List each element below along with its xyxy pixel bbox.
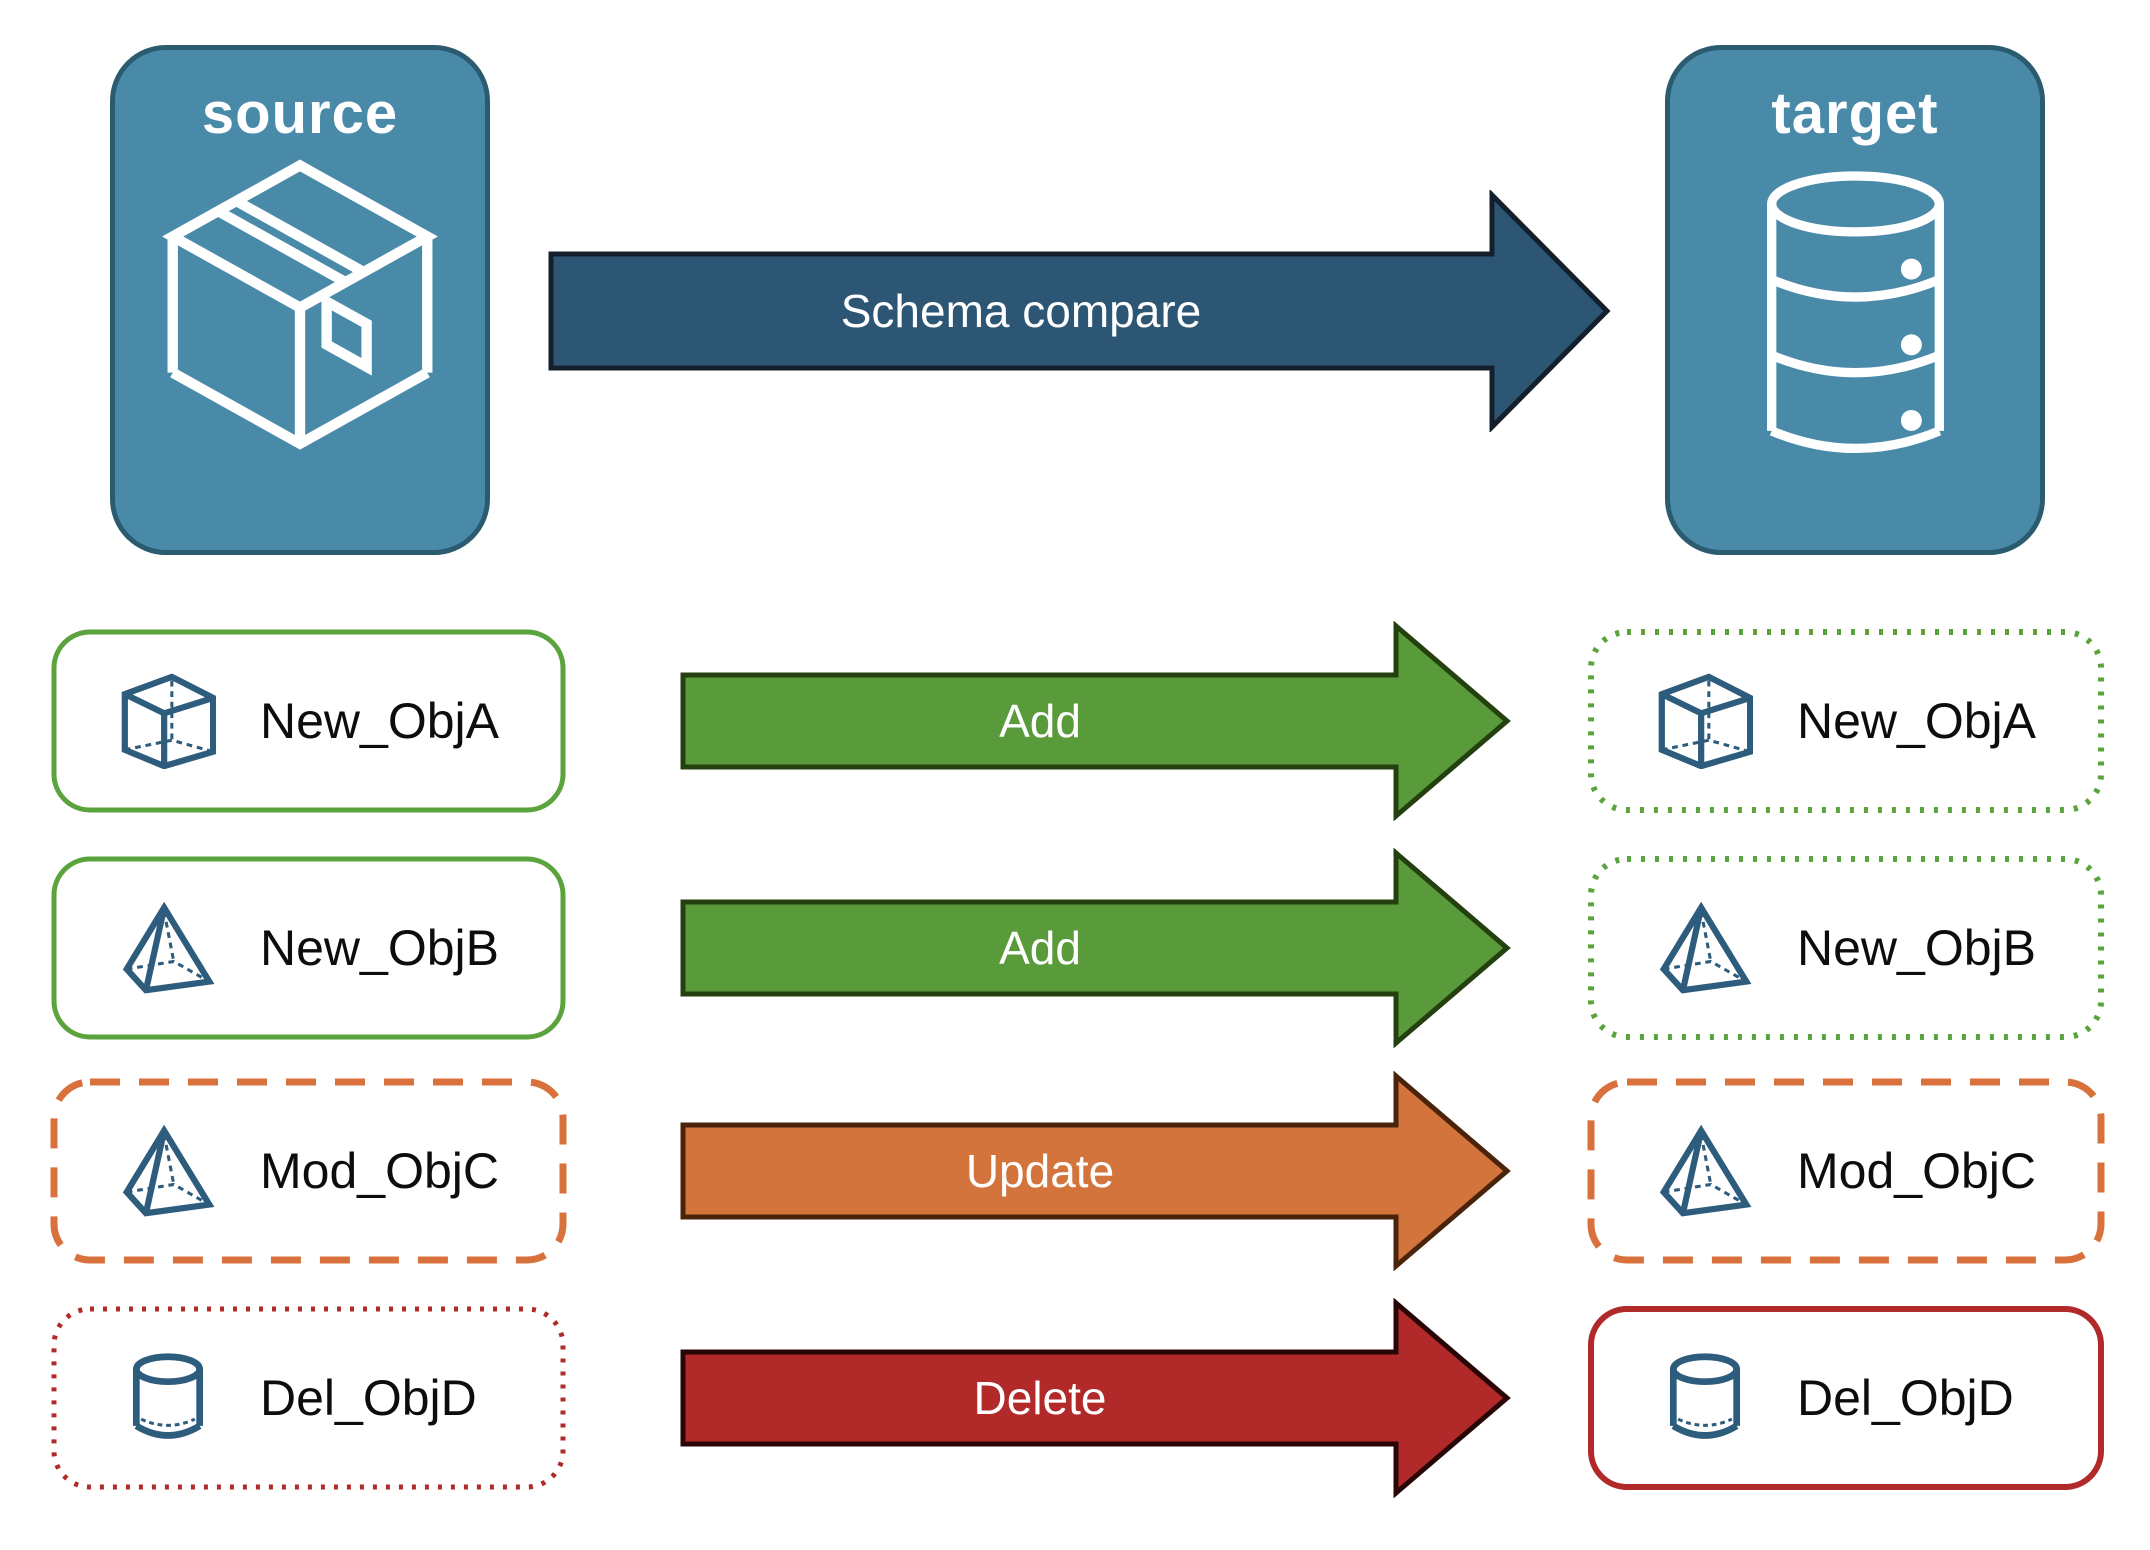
source-box-border bbox=[51, 1306, 566, 1490]
add-arrow-row2: Add bbox=[680, 848, 1511, 1048]
add-arrow-row1: Add bbox=[680, 621, 1511, 821]
object-label: Del_ObjD bbox=[260, 1370, 477, 1426]
pyramid-icon bbox=[1659, 1124, 1752, 1217]
source-box-border bbox=[50, 1078, 567, 1264]
update-arrow-shape bbox=[680, 1071, 1511, 1271]
target-object-box-new-obja: New_ObjA bbox=[1587, 628, 2105, 814]
update-arrow-row3: Update bbox=[680, 1071, 1511, 1271]
target-object-box-mod-objc: Mod_ObjC bbox=[1587, 1078, 2105, 1264]
source-title: source bbox=[201, 81, 399, 146]
target-box-border bbox=[1587, 1078, 2105, 1264]
cube-icon bbox=[1658, 673, 1753, 769]
source-box-border bbox=[51, 856, 566, 1040]
database-icon bbox=[1766, 171, 1944, 454]
object-label: New_ObjA bbox=[1797, 693, 2036, 749]
package-box-icon bbox=[162, 159, 438, 450]
source-object-box-new-objb: New_ObjB bbox=[50, 855, 567, 1041]
target-panel: target bbox=[1665, 45, 2045, 555]
object-label: Mod_ObjC bbox=[1797, 1143, 2036, 1199]
pyramid-icon bbox=[122, 1124, 215, 1217]
add-arrow-label: Add bbox=[999, 695, 1081, 747]
cube-icon bbox=[121, 673, 216, 769]
source-object-box-mod-objc: Mod_ObjC bbox=[50, 1078, 567, 1264]
update-arrow-label: Update bbox=[966, 1145, 1114, 1197]
target-box-border bbox=[1588, 856, 2104, 1040]
source-panel: source bbox=[110, 45, 490, 555]
target-object-box-del-objd: Del_ObjD bbox=[1587, 1305, 2105, 1491]
pyramid-icon bbox=[122, 901, 215, 994]
object-label: New_ObjB bbox=[1797, 920, 2036, 976]
target-box-border bbox=[1588, 629, 2104, 813]
pyramid-icon bbox=[1659, 901, 1752, 994]
source-object-box-new-obja: New_ObjA bbox=[50, 628, 567, 814]
target-title: target bbox=[1771, 81, 1939, 146]
delete-arrow-shape bbox=[680, 1298, 1511, 1498]
add-arrow-shape bbox=[680, 848, 1511, 1048]
delete-arrow-label: Delete bbox=[974, 1372, 1107, 1424]
cylinder-icon bbox=[132, 1353, 204, 1439]
object-label: New_ObjA bbox=[260, 693, 499, 749]
cylinder-icon bbox=[1669, 1353, 1741, 1439]
schema-compare-arrow-label: Schema compare bbox=[841, 285, 1202, 337]
object-label: Mod_ObjC bbox=[260, 1143, 499, 1199]
delete-arrow-row4: Delete bbox=[680, 1298, 1511, 1498]
source-object-box-del-objd: Del_ObjD bbox=[50, 1305, 567, 1491]
target-box-border bbox=[1588, 1306, 2104, 1490]
object-label: Del_ObjD bbox=[1797, 1370, 2014, 1426]
target-object-box-new-objb: New_ObjB bbox=[1587, 855, 2105, 1041]
object-label: New_ObjB bbox=[260, 920, 499, 976]
schema-compare-arrow-shape bbox=[548, 190, 1611, 432]
add-arrow-label: Add bbox=[999, 922, 1081, 974]
add-arrow-shape bbox=[680, 621, 1511, 821]
source-box-border bbox=[51, 629, 566, 813]
schema-compare-arrow: Schema compare bbox=[548, 190, 1611, 432]
